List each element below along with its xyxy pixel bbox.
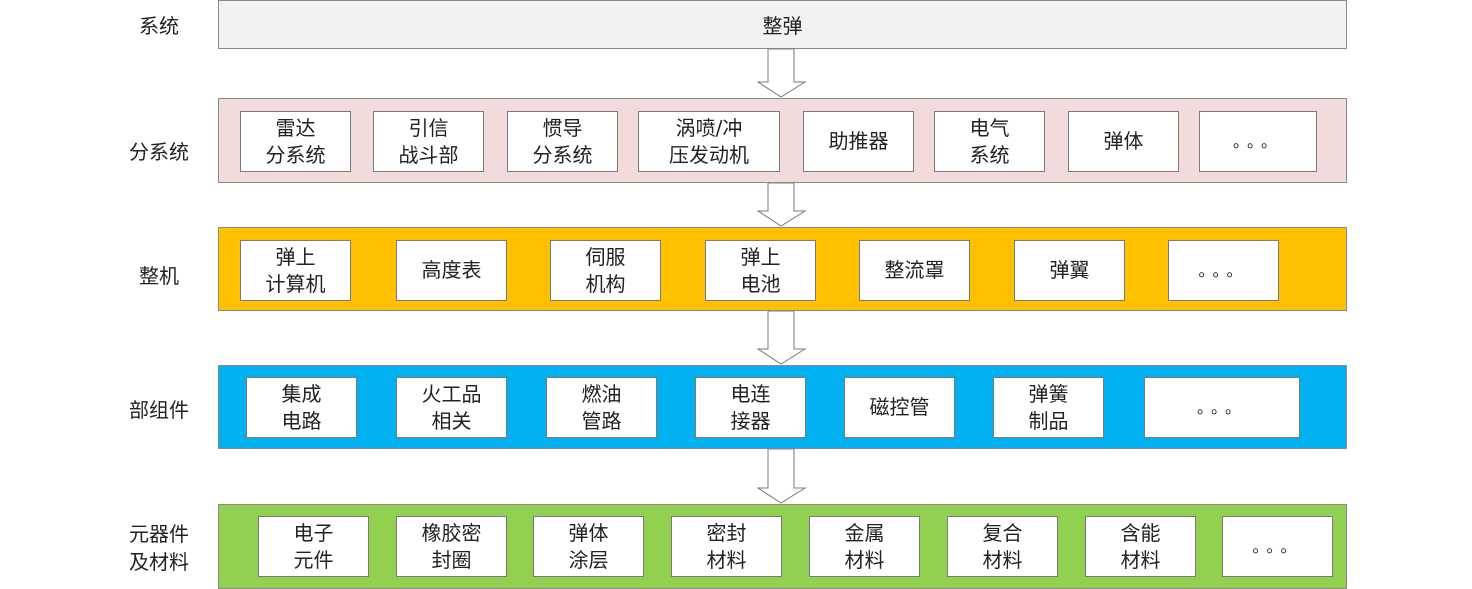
element-box: 复合 材料 [947,516,1058,577]
machine-box: 伺服 机构 [550,240,661,301]
machine-box: 弹上 电池 [705,240,816,301]
component-box: 磁控管 [844,377,955,438]
machine-box: 弹上 计算机 [240,240,351,301]
component-box: 集成 电路 [246,377,357,438]
level-label-element: 元器件 及材料 [129,522,189,574]
component-band: 集成 电路 火工品 相关 燃油 管路 电连 接器 磁控管 弹簧 制品 。。。 [218,365,1347,449]
subsystem-box-ellipsis: 。。。 [1199,111,1317,172]
element-box: 含能 材料 [1085,516,1196,577]
level-label-subsystem: 分系统 [129,140,189,164]
down-arrow-icon [757,49,807,98]
component-box: 电连 接器 [695,377,806,438]
machine-box-ellipsis: 。。。 [1168,240,1279,301]
component-box-ellipsis: 。。。 [1144,377,1300,438]
subsystem-box: 助推器 [803,111,914,172]
element-band: 电子 元件 橡胶密 封圈 弹体 涂层 密封 材料 金属 材料 复合 材料 含能 … [218,504,1347,589]
level-label-component: 部组件 [129,398,189,422]
machine-box: 高度表 [396,240,507,301]
subsystem-box: 引信 战斗部 [373,111,484,172]
subsystem-box: 惯导 分系统 [507,111,618,172]
machine-box: 整流罩 [859,240,970,301]
machine-band: 弹上 计算机 高度表 伺服 机构 弹上 电池 整流罩 弹翼 。。。 [218,227,1347,311]
component-box: 弹簧 制品 [993,377,1104,438]
subsystem-band: 雷达 分系统 引信 战斗部 惯导 分系统 涡喷/冲 压发动机 助推器 电气 系统… [218,98,1347,183]
subsystem-box: 涡喷/冲 压发动机 [638,111,780,172]
down-arrow-icon [757,449,807,504]
element-box: 电子 元件 [258,516,369,577]
subsystem-box: 雷达 分系统 [240,111,351,172]
down-arrow-icon [757,311,807,365]
subsystem-box: 弹体 [1068,111,1179,172]
element-box: 金属 材料 [809,516,920,577]
component-box: 火工品 相关 [396,377,507,438]
down-arrow-icon [757,183,807,227]
element-box: 密封 材料 [671,516,782,577]
system-band-text: 整弹 [762,14,803,38]
system-band: 整弹 [218,0,1347,49]
element-box-ellipsis: 。。。 [1222,516,1333,577]
element-box: 弹体 涂层 [533,516,644,577]
component-box: 燃油 管路 [546,377,657,438]
machine-box: 弹翼 [1014,240,1125,301]
level-label-system: 系统 [139,14,179,38]
level-label-machine: 整机 [139,264,179,288]
element-box: 橡胶密 封圈 [396,516,507,577]
subsystem-box: 电气 系统 [934,111,1045,172]
